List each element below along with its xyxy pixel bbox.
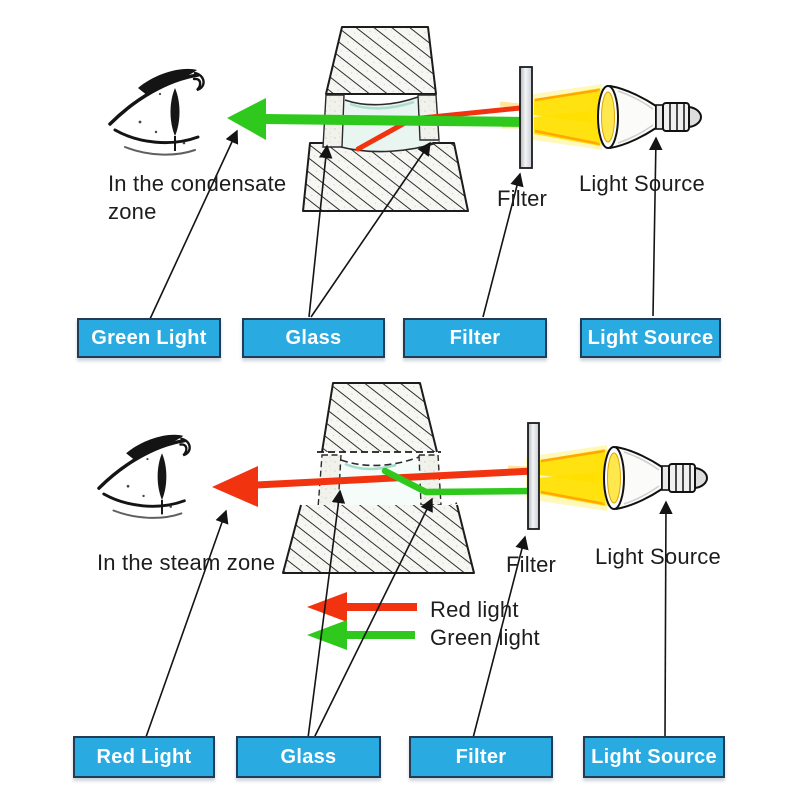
glass-button-bottom[interactable]: Glass (236, 736, 381, 778)
green-beam-refracted-bottom (381, 467, 537, 496)
glass-button-top[interactable]: Glass (242, 318, 385, 358)
leader-glass-top-left (308, 144, 333, 318)
leader-lines-top (149, 129, 663, 320)
green-light-legend-arrow (307, 620, 347, 650)
green-light-button[interactable]: Green Light (77, 318, 221, 358)
filter-bar-top (519, 66, 533, 169)
leader-glass-bottom-right (313, 497, 433, 739)
leader-filter-top (482, 172, 524, 318)
light-bulb-icon-top (587, 85, 702, 149)
eye-icon-bottom (97, 433, 192, 520)
filter-button-bottom[interactable]: Filter (409, 736, 553, 778)
filter-button-top[interactable]: Filter (403, 318, 547, 358)
leader-light-source-top (648, 136, 663, 317)
condensate-zone-label: In the condensate zone (108, 171, 287, 225)
red-light-legend-arrow (307, 592, 347, 622)
leader-glass-top-right (310, 141, 431, 318)
legend-red-light-label: Red light (430, 597, 519, 622)
leader-lines-bottom (145, 489, 673, 739)
green-beam-to-eye (227, 98, 531, 140)
light-bulb-icon-bottom (593, 446, 708, 510)
steam-window (330, 458, 438, 516)
filter-bar-bottom (527, 422, 540, 530)
eye-icon-top (108, 67, 206, 157)
light-source-label-top: Light Source (579, 171, 705, 196)
leader-glass-bottom-left (307, 489, 346, 739)
legend-green-light-label: Green light (430, 625, 540, 650)
leader-filter-bottom (472, 535, 529, 739)
leader-red-light (145, 509, 229, 738)
steam-zone-label: In the steam zone (97, 550, 276, 575)
light-source-button-top[interactable]: Light Source (580, 318, 721, 358)
light-source-label-bottom: Light Source (595, 544, 721, 569)
light-rays-top (499, 84, 602, 150)
filter-label-top: Filter (497, 186, 548, 211)
light-source-button-bottom[interactable]: Light Source (583, 736, 725, 778)
legend-arrows (307, 592, 417, 650)
sight-glass-bottom (282, 382, 475, 574)
red-light-button[interactable]: Red Light (73, 736, 215, 778)
light-rays-bottom (507, 445, 607, 511)
leader-green-light (149, 129, 239, 320)
filter-label-bottom: Filter (506, 552, 557, 577)
leader-light-source-bottom (659, 500, 673, 739)
